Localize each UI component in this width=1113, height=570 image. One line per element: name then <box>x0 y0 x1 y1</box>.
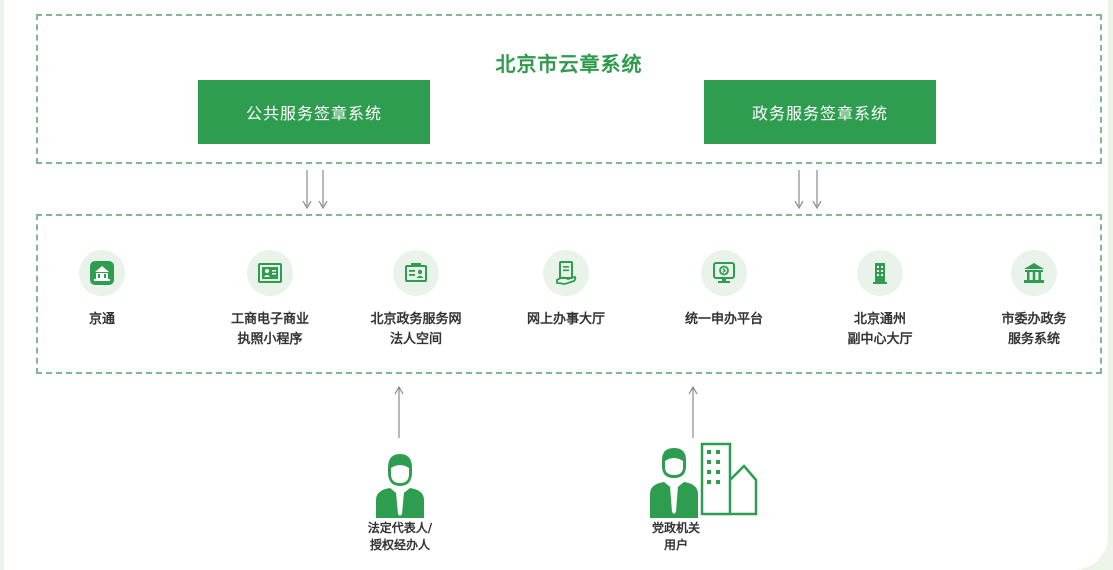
building-icon <box>79 250 125 296</box>
down-arrow <box>302 170 312 210</box>
cloud-seal-system-box: 北京市云章系统 <box>36 14 1102 164</box>
service-gov-portal: 北京政务服务网 法人空间 <box>350 250 482 350</box>
service-label: 工商电子商业 执照小程序 <box>230 312 309 347</box>
down-arrow <box>812 170 822 210</box>
service-label: 北京政务服务网 法人空间 <box>370 312 462 347</box>
person-building-icon <box>636 440 762 520</box>
legal-representative-user: 法定代表人/ 授权经办人 <box>350 448 450 554</box>
gov-service-seal-system: 政务服务签章系统 <box>704 80 936 144</box>
service-label: 统一申办平台 <box>684 312 763 327</box>
monitor-icon <box>701 250 747 296</box>
service-tongzhou-hall: 北京通州 副中心大厅 <box>814 250 946 350</box>
party-government-user: 党政机关 用户 <box>636 440 762 554</box>
service-label: 市委办政务 服务系统 <box>1001 312 1067 347</box>
down-arrow <box>318 170 328 210</box>
user-label: 党政机关 用户 <box>651 521 700 552</box>
service-business-license: 工商电子商业 执照小程序 <box>204 250 336 350</box>
up-arrow <box>394 386 404 438</box>
service-online-hall: 网上办事大厅 <box>500 250 632 330</box>
tower-icon <box>857 250 903 296</box>
document-hand-icon <box>543 250 589 296</box>
government-building-icon <box>1011 250 1057 296</box>
service-municipal-system: 市委办政务 服务系统 <box>968 250 1100 350</box>
id-card-icon <box>393 250 439 296</box>
service-unified-platform: 统一申办平台 <box>658 250 790 330</box>
service-label: 网上办事大厅 <box>526 312 605 327</box>
up-arrow <box>688 386 698 438</box>
service-label: 北京通州 副中心大厅 <box>847 312 913 347</box>
person-icon <box>350 448 450 520</box>
system-title: 北京市云章系统 <box>495 52 643 76</box>
user-label: 法定代表人/ 授权经办人 <box>367 521 433 552</box>
service-jingtong: 京通 <box>36 250 168 330</box>
service-channels-box <box>36 214 1102 374</box>
service-label: 京通 <box>88 312 115 327</box>
public-service-seal-system: 公共服务签章系统 <box>198 80 430 144</box>
license-card-icon <box>247 250 293 296</box>
down-arrow <box>794 170 804 210</box>
